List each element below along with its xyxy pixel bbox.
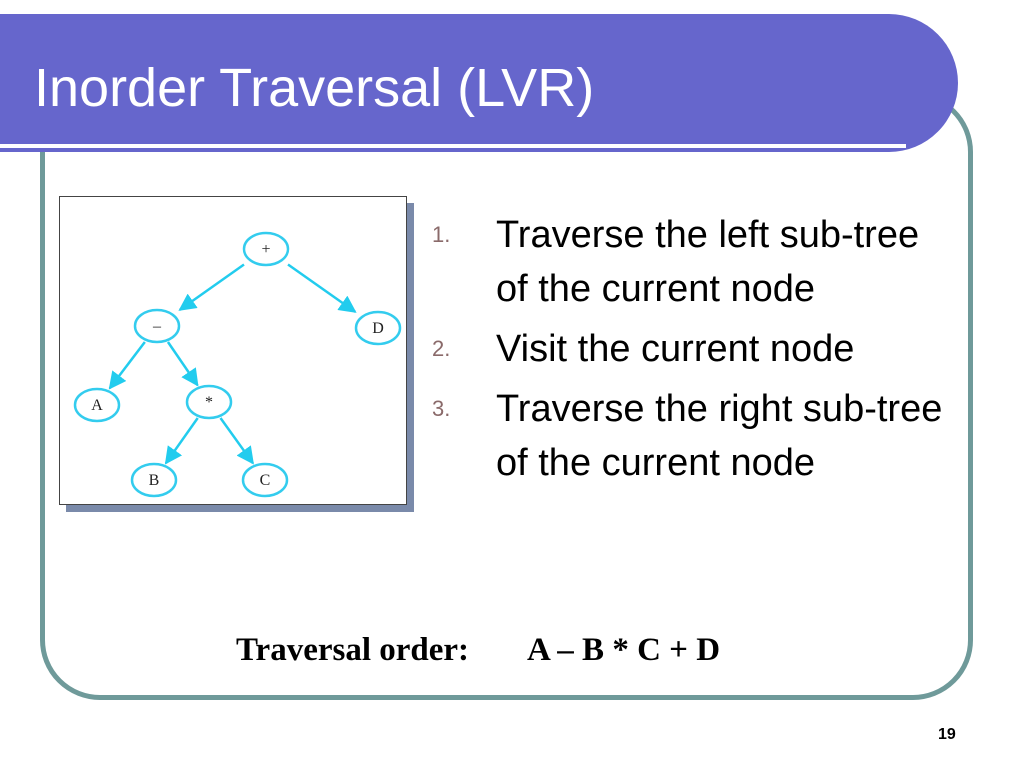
steps-list: 1. Traverse the left sub-tree of the cur… [432,208,972,496]
title-underline [0,144,906,148]
step-text: Traverse the right sub-tree of the curre… [496,388,943,484]
step-number: 1. [432,222,451,247]
tree-node-c: C [241,462,289,498]
tree-node-shape [241,462,289,498]
tree-node-shape [73,387,121,423]
tree-node-a: A [73,387,121,423]
step-item-3: 3. Traverse the right sub-tree of the cu… [432,382,972,490]
step-number: 3. [432,396,451,421]
tree-diagram: + – D A * B C [59,196,407,505]
tree-svg: + – D A * B C [73,231,402,498]
tree-node-plus: + [242,231,290,267]
tree-edge-minus-a [108,341,146,390]
tree-node-shape [185,384,233,420]
tree-edge-plus-minus [178,263,245,311]
step-text: Visit the current node [496,328,855,370]
tree-edge-star-c [219,417,254,465]
tree-node-label: – [152,318,162,335]
tree-node-b: B [130,462,178,498]
tree-node-shape [130,462,178,498]
step-item-1: 1. Traverse the left sub-tree of the cur… [432,208,972,316]
slide-title: Inorder Traversal (LVR) [34,58,595,118]
tree-node-shape [133,308,181,344]
tree-edge-plus-d [287,263,357,313]
title-bar: Inorder Traversal (LVR) [0,14,958,152]
tree-node-label: + [261,241,270,258]
tree-node-shape [354,310,402,346]
tree-edge-star-b [164,417,199,465]
traversal-order-label: Traversal order: [236,632,470,668]
step-text: Traverse the left sub-tree of the curren… [496,214,920,310]
tree-node-label: B [149,472,160,489]
step-number: 2. [432,336,451,361]
traversal-order: Traversal order: A – B * C + D [236,632,720,669]
tree-node-shape [242,231,290,267]
tree-node-label: * [205,394,213,411]
tree-node-label: A [91,397,103,414]
tree-node-minus: – [133,308,181,344]
page-number: 19 [938,726,956,743]
step-item-2: 2. Visit the current node [432,322,972,376]
tree-node-d: D [354,310,402,346]
traversal-order-value: A – B * C + D [527,632,721,668]
tree-edge-minus-star [166,341,199,387]
tree-node-label: C [260,472,271,489]
tree-node-star: * [185,384,233,420]
tree-node-label: D [372,320,384,337]
